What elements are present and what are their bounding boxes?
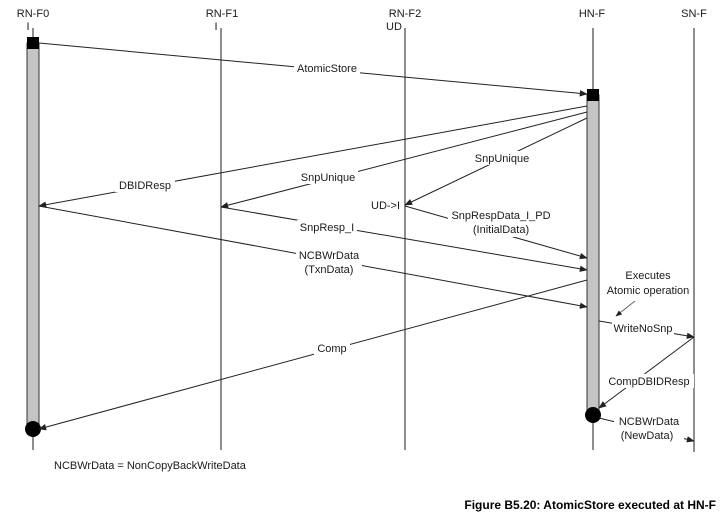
snp-unique-f1-label: SnpUnique xyxy=(301,172,355,184)
dbid-resp-label-bg xyxy=(115,178,175,192)
executes-note-line1: Executes xyxy=(625,270,671,282)
snp-unique-f2-label: SnpUnique xyxy=(475,153,529,165)
comp-dbid-resp-label: CompDBIDResp xyxy=(608,376,689,388)
atomic-store-label: AtomicStore xyxy=(297,63,357,75)
comp-label-bg xyxy=(314,341,350,355)
lifeline-rn-f2-name: RN-F2 xyxy=(389,8,421,20)
lifeline-rn-f1-name: RN-F1 xyxy=(206,8,238,20)
snp-resp-i-label-bg xyxy=(297,220,357,234)
ncb-wr-data-label-line1: NCBWrData xyxy=(299,250,360,262)
figure-caption: Figure B5.20: AtomicStore executed at HN… xyxy=(464,498,716,512)
snp-resp-data-label-line2: (InitialData) xyxy=(473,224,529,236)
lifeline-sn-f-name: SN-F xyxy=(681,8,707,20)
executes-note-pointer xyxy=(615,300,636,317)
write-no-snp-label-bg xyxy=(612,321,674,335)
comp-arrow xyxy=(38,279,588,431)
lifeline-rn-f0-state: I xyxy=(26,21,29,33)
comp-dbid-resp-arrow xyxy=(598,336,695,409)
end-marker-hn-f xyxy=(585,407,601,423)
start-marker-rn-f0 xyxy=(27,37,39,49)
ncb-wr-data-new-label-line2: (NewData) xyxy=(621,430,674,442)
snp-unique-f1-arrow xyxy=(220,111,588,209)
executes-note-line2: Atomic operation xyxy=(607,285,690,297)
snp-resp-data-label-bg xyxy=(448,207,554,237)
activation-bar-hn-f xyxy=(586,94,600,416)
atomic-store-label-bg xyxy=(294,61,360,75)
comp-dbid-resp-label-bg xyxy=(604,374,694,388)
ncb-wr-data-new-label-bg xyxy=(614,414,684,444)
lifeline-rn-f0-name: RN-F0 xyxy=(17,8,49,20)
ncb-wr-data-label-line2: (TxnData) xyxy=(305,264,354,276)
snp-resp-i-label: SnpResp_I xyxy=(300,222,354,234)
lifeline-rn-f2-state: UD xyxy=(386,21,402,33)
activation-bar-rn-f0 xyxy=(26,42,40,429)
snp-resp-data-label-line1: SnpRespData_I_PD xyxy=(451,210,550,222)
rn-f2-state-change-label: UD->I xyxy=(371,200,400,212)
dbid-resp-label: DBIDResp xyxy=(119,180,171,192)
ncb-wr-data-label-bg xyxy=(296,248,362,278)
snp-unique-f2-label-bg xyxy=(472,151,532,165)
footnote: NCBWrData = NonCopyBackWriteData xyxy=(54,460,247,472)
start-marker-hn-f xyxy=(587,89,599,101)
write-no-snp-label: WriteNoSnp xyxy=(613,323,672,335)
snp-unique-f1-label-bg xyxy=(298,170,358,184)
lifeline-hn-f-name: HN-F xyxy=(579,8,606,20)
end-marker-rn-f0 xyxy=(25,421,41,437)
snp-resp-i-arrow xyxy=(220,206,588,272)
ncb-wr-data-new-label-line1: NCBWrData xyxy=(619,416,680,428)
lifeline-rn-f1-state: I xyxy=(214,21,217,33)
comp-label: Comp xyxy=(317,343,346,355)
